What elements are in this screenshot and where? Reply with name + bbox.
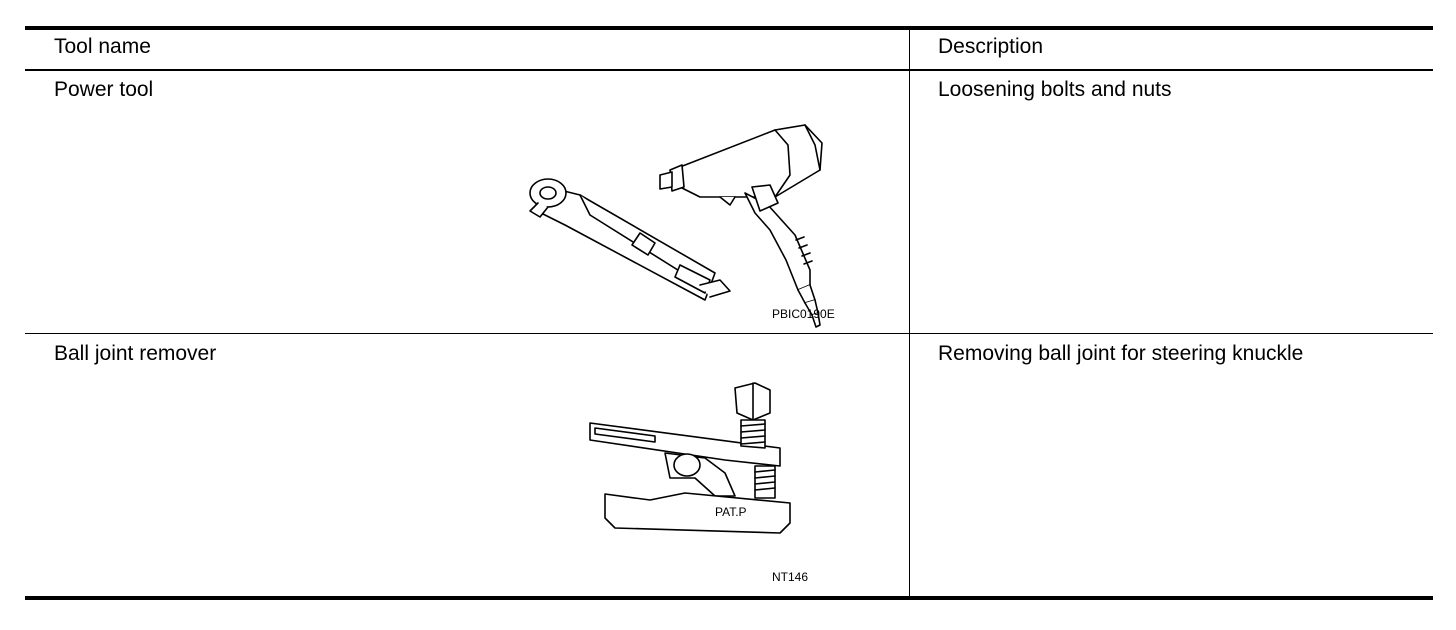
row2-description: Removing ball joint for steering knuckle xyxy=(938,342,1304,365)
figure-code-2: NT146 xyxy=(772,570,808,584)
tools-table: Tool name Description Power tool Looseni… xyxy=(25,0,1433,630)
header-tool-name: Tool name xyxy=(54,35,151,58)
row2-tool-name: Ball joint remover xyxy=(54,342,217,365)
row1-description: Loosening bolts and nuts xyxy=(938,78,1172,101)
header-rule xyxy=(25,69,1433,71)
pat-p-label: PAT.P xyxy=(715,505,747,519)
ball-joint-remover-illustration: PAT.P NT146 xyxy=(589,382,808,584)
header-description: Description xyxy=(938,35,1044,58)
column-divider xyxy=(909,30,910,596)
row-divider xyxy=(25,333,1433,334)
impact-wrench-drawing xyxy=(659,124,823,328)
air-ratchet-drawing xyxy=(529,178,731,301)
figure-code-1: PBIC0190E xyxy=(772,307,835,321)
table-bottom-rule xyxy=(25,596,1433,600)
power-tool-illustration: PBIC0190E xyxy=(529,124,835,328)
table-top-rule xyxy=(25,26,1433,30)
row1-tool-name: Power tool xyxy=(54,78,154,101)
